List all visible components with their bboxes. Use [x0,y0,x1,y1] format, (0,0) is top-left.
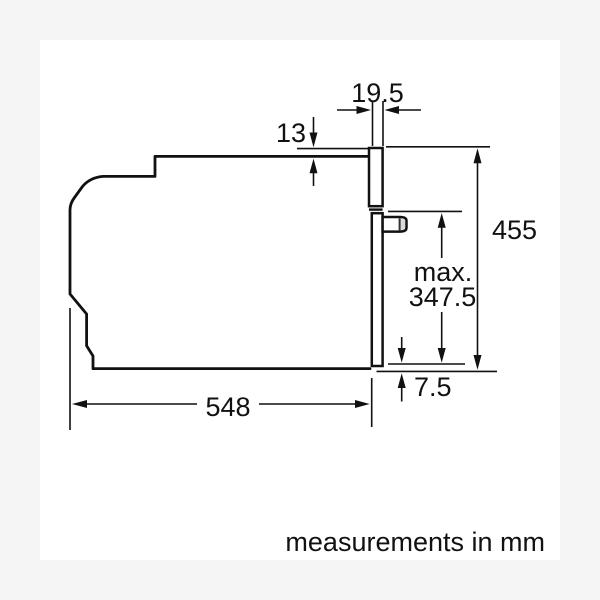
arrow-up-icon [309,158,318,174]
arrow-left-icon [384,106,399,114]
dim-label-body-depth: 548 [205,392,250,422]
dim-body-depth: 548 [69,308,373,430]
front-frame-lower-bar [370,211,384,368]
dim-appliance-height: 455 [386,146,537,370]
units-caption: measurements in mm [285,527,545,557]
arrow-up-icon [473,148,482,164]
arrow-right-icon [355,400,370,408]
dim-label-bottom-overlap: 7.5 [414,372,452,402]
arrow-right-icon [356,106,371,114]
dim-panel-depth: 19.5 [337,78,421,146]
arrow-down-icon [437,348,446,363]
arrow-up-icon [397,373,406,388]
arrow-left-icon [72,400,87,408]
arrow-down-icon [473,355,482,370]
arrow-down-icon [309,132,318,148]
arrow-down-icon [397,348,406,363]
control-knob-cap [400,218,405,230]
control-knob [381,215,408,233]
dim-label-top-clearance: 13 [276,118,306,148]
oven-body-outline [68,155,372,370]
oven-front-frame [367,146,384,368]
arrow-up-icon [437,213,446,228]
dim-label-max-prefix: max. [414,257,473,287]
dim-label-max-value: 347.5 [409,282,477,312]
dim-label-appliance-height: 455 [492,215,537,245]
dim-top-clearance: 13 [276,117,368,186]
dim-bottom-overlap: 7.5 [376,337,497,402]
dim-label-panel-depth: 19.5 [351,78,404,108]
front-frame-upper-bar [367,146,384,208]
dim-max-height: max. 347.5 [388,210,477,363]
